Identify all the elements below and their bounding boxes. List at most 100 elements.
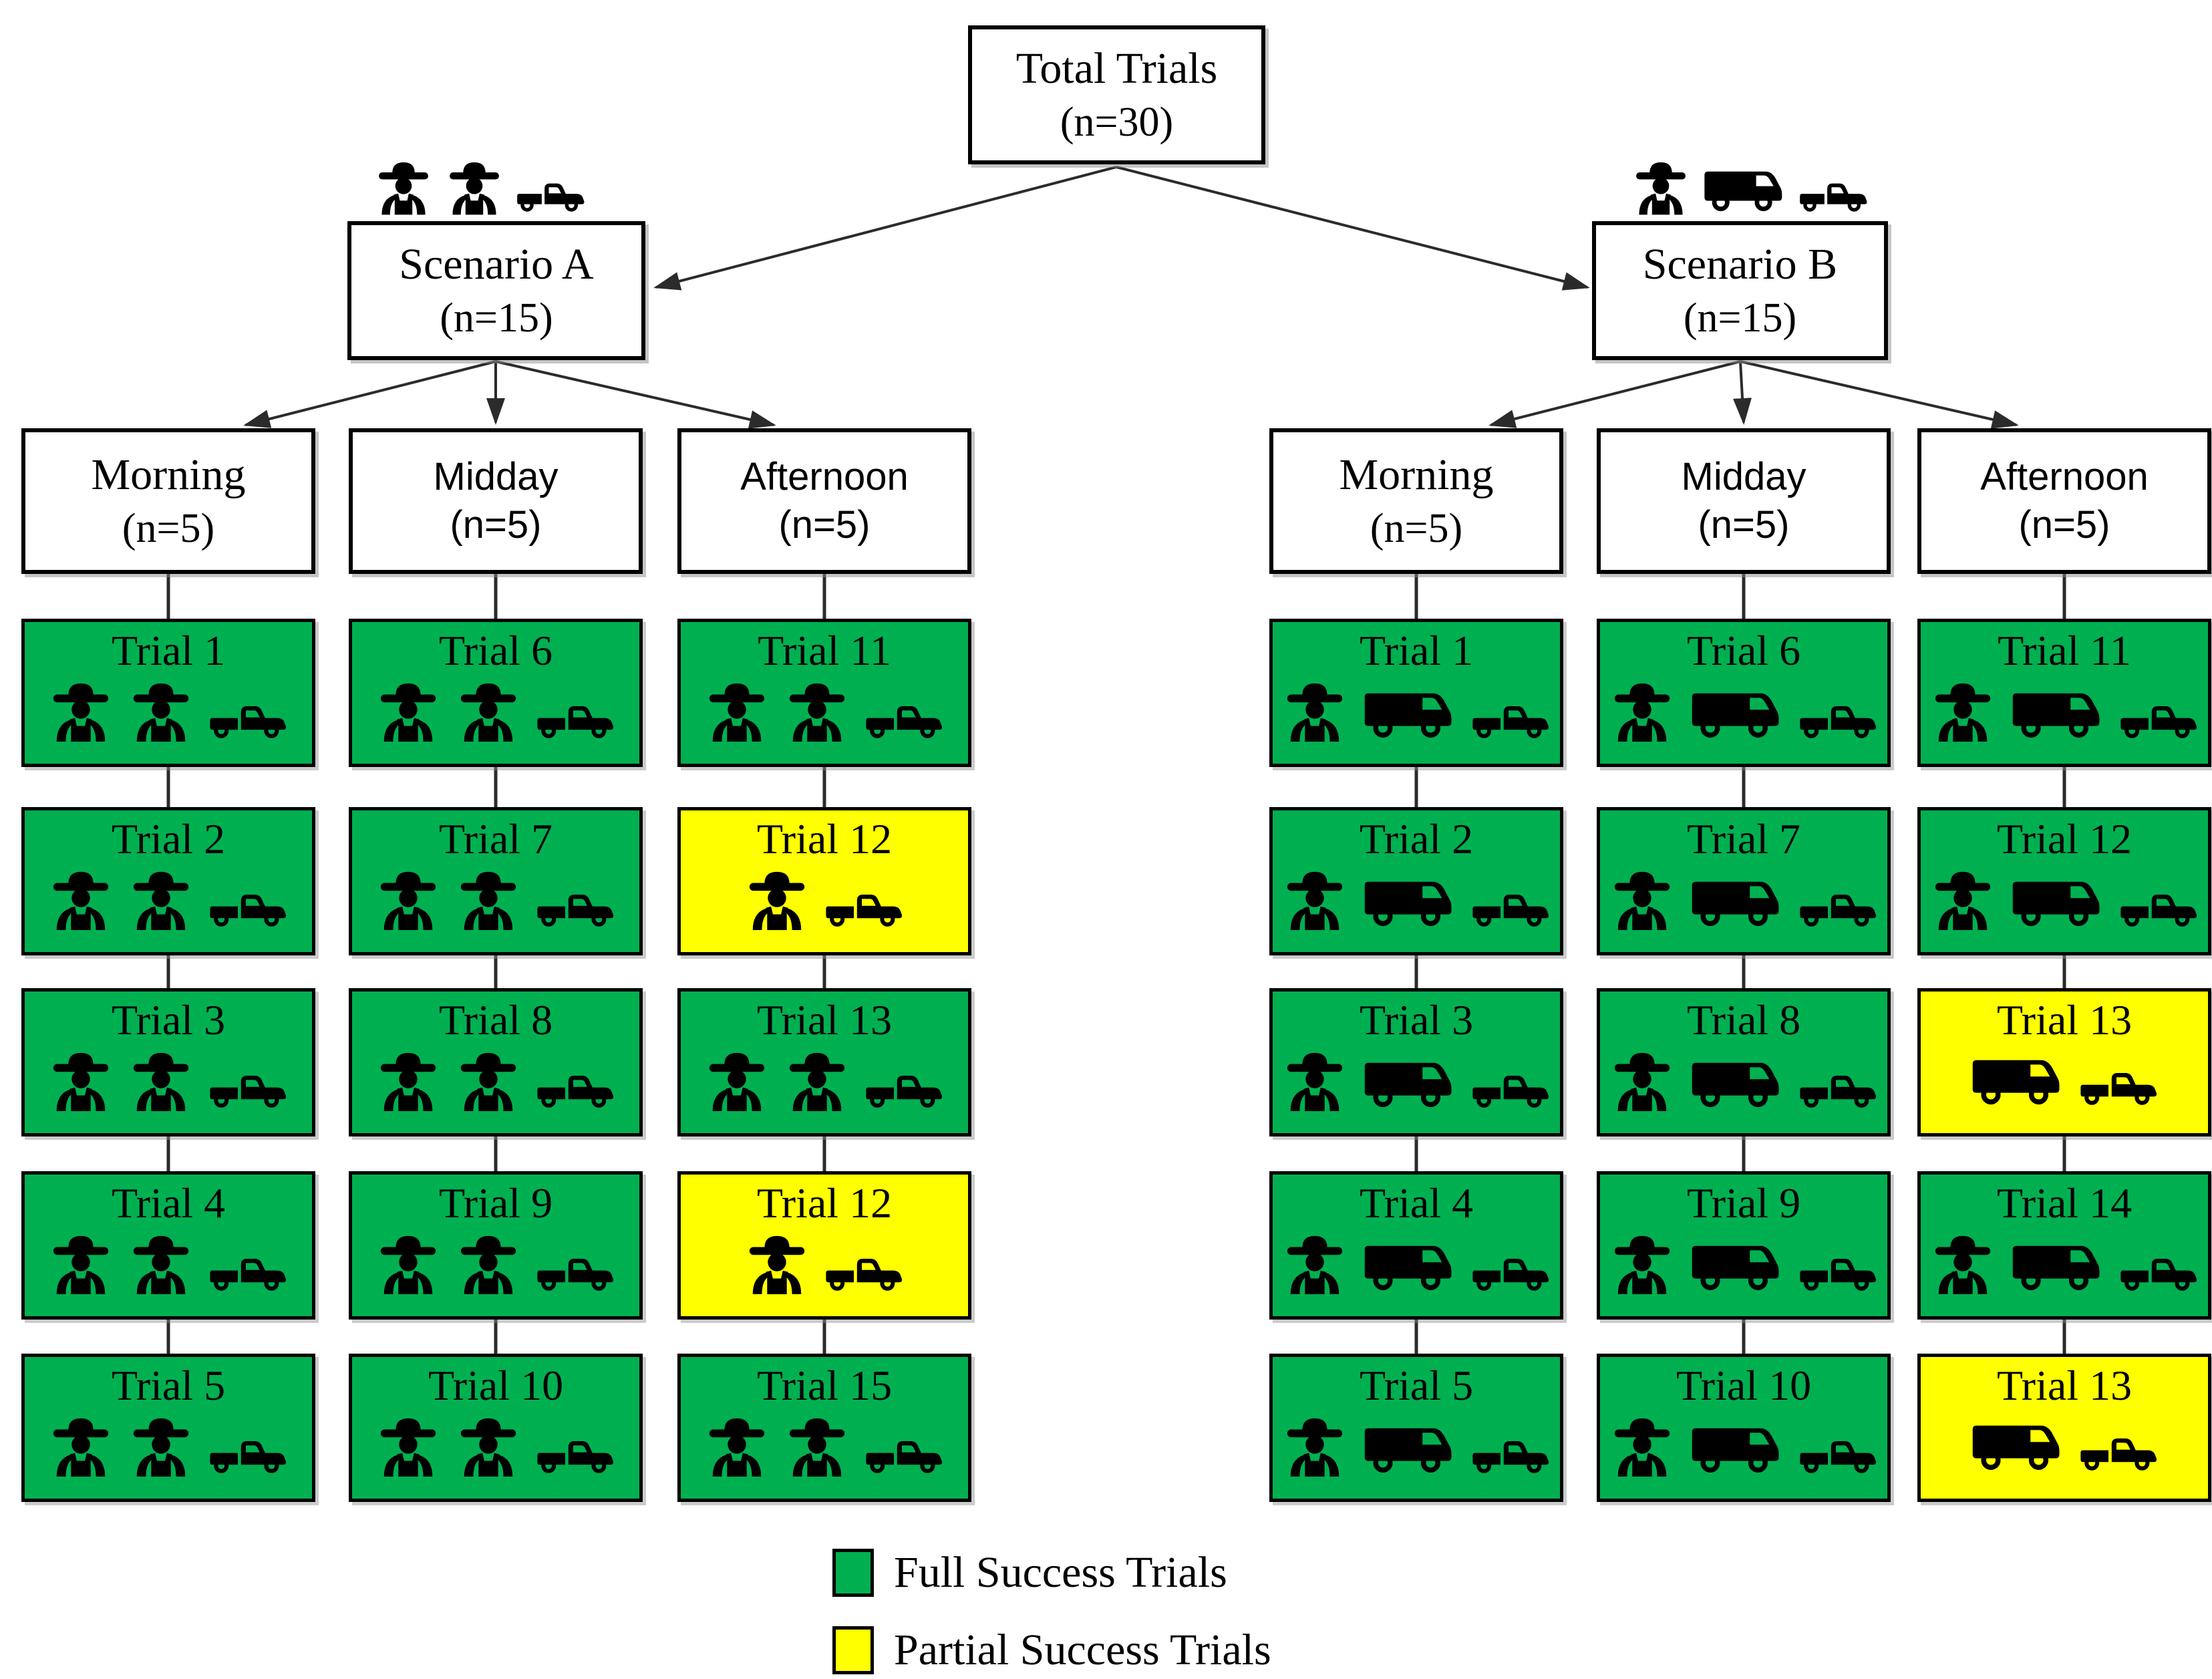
pickup-truck-icon	[1471, 1251, 1551, 1296]
trial-label: Trial 15	[756, 1362, 893, 1409]
farmer-icon	[1282, 678, 1348, 744]
time-header-n: (n=5)	[122, 505, 215, 551]
pickup-truck-icon	[208, 1251, 289, 1296]
total-trials-title: Total Trials	[1015, 44, 1218, 93]
trial-box: Trial 11	[1917, 619, 2211, 767]
trial-label: Trial 1	[1359, 627, 1474, 674]
trial-box: Trial 14	[1917, 1171, 2211, 1320]
farmer-icon	[1609, 1413, 1675, 1479]
trial-icons-row	[1282, 1231, 1551, 1296]
scenario-icons-row	[374, 147, 587, 216]
trial-box: Trial 4	[1269, 1171, 1563, 1320]
trial-box: Trial 3	[21, 988, 315, 1136]
farmer-icon	[375, 1413, 441, 1479]
trial-box: Trial 6	[349, 619, 643, 767]
trial-icons-row	[48, 1048, 289, 1113]
time-header-n: (n=5)	[778, 503, 871, 547]
trial-icons-row	[1609, 678, 1879, 744]
trial-icons-row	[1609, 867, 1879, 932]
trial-icons-row	[48, 1231, 289, 1296]
farmer-icon	[375, 1231, 441, 1296]
trial-box: Trial 3	[1269, 988, 1563, 1136]
trial-icons-row	[704, 1048, 945, 1113]
pickup-truck-icon	[1798, 1251, 1879, 1296]
pickup-truck-icon	[864, 1068, 945, 1113]
trial-box: Trial 10	[1597, 1354, 1891, 1502]
trial-icons-row	[1609, 1231, 1879, 1296]
trial-icons-row	[1930, 1231, 2199, 1296]
farmer-icon	[375, 678, 441, 744]
trial-label: Trial 2	[1359, 815, 1474, 863]
van-icon	[1970, 1413, 2064, 1476]
scenario-box-scenario-a: Scenario A(n=15)	[347, 221, 645, 360]
pickup-truck-icon	[208, 698, 289, 744]
pickup-truck-icon	[1798, 176, 1869, 216]
pickup-truck-icon	[1471, 698, 1551, 744]
van-icon	[1362, 869, 1456, 932]
legend-swatch-partial	[832, 1626, 874, 1674]
trial-box: Trial 8	[349, 988, 643, 1136]
trial-icons-row	[375, 867, 616, 932]
trial-icons-row	[375, 1048, 616, 1113]
trial-icons-row	[704, 1413, 945, 1479]
trial-box: Trial 2	[21, 807, 315, 955]
trial-box: Trial 5	[1269, 1354, 1563, 1502]
trial-box: Trial 13	[1917, 988, 2211, 1136]
trial-icons-row	[1282, 867, 1551, 932]
pickup-truck-icon	[536, 698, 616, 744]
trial-box: Trial 9	[349, 1171, 643, 1320]
pickup-truck-icon	[208, 1068, 289, 1113]
legend-label: Partial Success Trials	[894, 1626, 1271, 1674]
pickup-truck-icon	[864, 1433, 945, 1479]
time-header-box-morning: Morning (n=5)	[1269, 428, 1563, 574]
scenario-box-scenario-b: Scenario B (n=15)	[1592, 221, 1888, 360]
trial-label: Trial 7	[438, 815, 553, 863]
trial-label: Trial 11	[758, 627, 891, 674]
farmer-icon	[704, 1048, 770, 1113]
scenario-name: Scenario B	[1642, 240, 1838, 289]
pickup-truck-icon	[2119, 1251, 2199, 1296]
trial-box: Trial 11	[677, 619, 971, 767]
van-icon	[2010, 869, 2104, 932]
pickup-truck-icon	[1471, 887, 1551, 932]
trial-label: Trial 6	[438, 627, 553, 674]
trial-box: Trial 6	[1597, 619, 1891, 767]
trial-label: Trial 3	[1359, 996, 1474, 1044]
scenario-n: (n=15)	[1683, 295, 1797, 341]
van-icon	[1362, 1416, 1456, 1479]
farmer-icon	[456, 1413, 521, 1479]
trial-icons-row	[48, 1413, 289, 1479]
farmer-icon	[784, 1048, 850, 1113]
pickup-truck-icon	[1798, 887, 1879, 932]
time-header-label: Morning	[1339, 450, 1494, 499]
trial-label: Trial 2	[111, 815, 226, 863]
trial-icons-row	[1282, 1048, 1551, 1113]
pickup-truck-icon	[1798, 1433, 1879, 1479]
time-header-label: Morning	[91, 450, 246, 499]
trial-icons-row	[1282, 678, 1551, 744]
pickup-truck-icon	[1471, 1068, 1551, 1113]
farmer-icon	[1282, 867, 1348, 932]
time-header-box-midday: Midday(n=5)	[1597, 428, 1891, 574]
trial-label: Trial 13	[1996, 1362, 2132, 1409]
farmer-icon	[1930, 1231, 1996, 1296]
time-header-n: (n=5)	[1698, 503, 1790, 547]
trial-label: Trial 1	[111, 627, 226, 674]
trial-label: Trial 4	[111, 1179, 226, 1227]
farmer-icon	[48, 867, 114, 932]
farmer-icon	[375, 867, 441, 932]
pickup-truck-icon	[1798, 698, 1879, 744]
trial-icons-row	[1609, 1048, 1879, 1113]
farmer-icon	[1282, 1231, 1348, 1296]
van-icon	[1362, 1233, 1456, 1296]
trial-box: Trial 13	[677, 988, 971, 1136]
trial-icons-row	[1930, 867, 2199, 932]
pickup-truck-icon	[208, 887, 289, 932]
legend-label: Full Success Trials	[894, 1548, 1227, 1597]
farmer-icon	[456, 1048, 521, 1113]
farmer-icon	[128, 1048, 194, 1113]
farmer-icon	[784, 678, 850, 744]
time-header-box-morning: Morning (n=5)	[21, 428, 315, 574]
time-header-n: (n=5)	[1370, 505, 1463, 551]
